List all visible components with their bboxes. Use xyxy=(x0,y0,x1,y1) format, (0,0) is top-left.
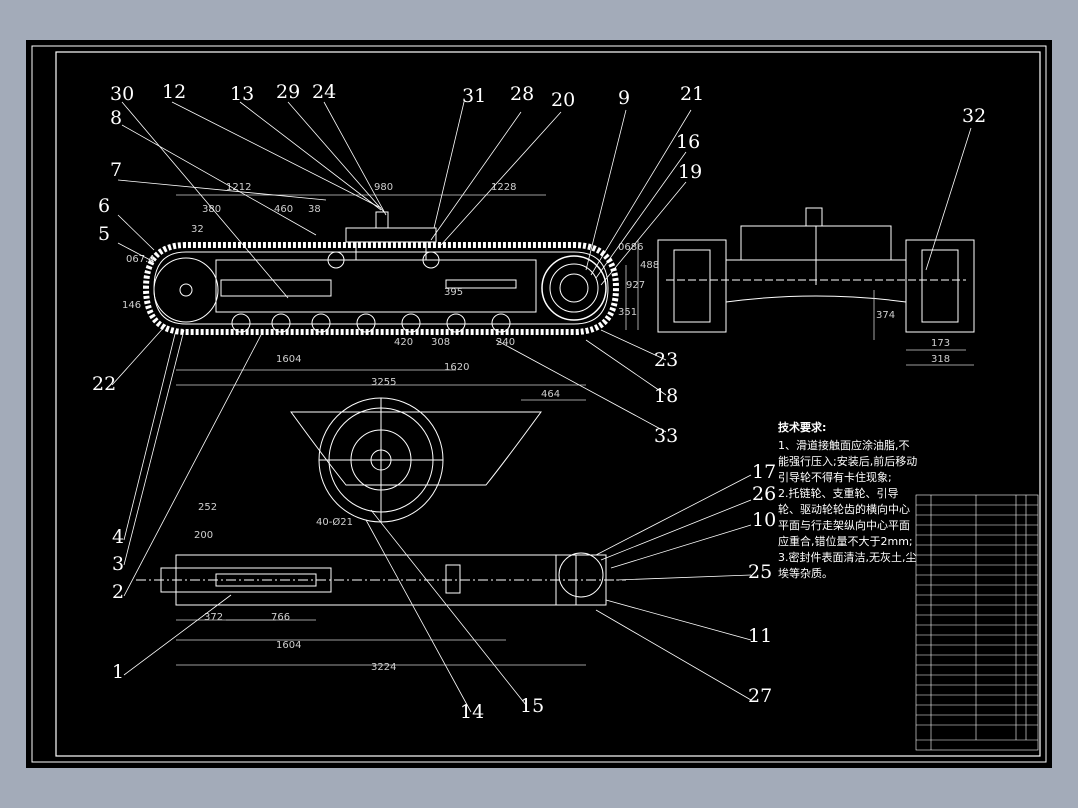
dim-067: 067.4 xyxy=(126,254,155,265)
track-plan-view xyxy=(136,397,626,606)
callout-20: 20 xyxy=(551,89,575,111)
dim-252: 252 xyxy=(198,502,217,513)
dimension-texts: 1212 980 1228 460 38 380 32 067.4 146 39… xyxy=(122,182,950,673)
track-end-view xyxy=(657,207,975,333)
inner-frame xyxy=(55,51,1041,757)
callout-30: 30 xyxy=(110,83,134,105)
callout-19: 19 xyxy=(678,161,702,183)
dim-1212: 1212 xyxy=(226,182,251,193)
callout-13: 13 xyxy=(230,83,254,105)
dim-1604-bottom: 1604 xyxy=(276,640,301,651)
dim-460: 460 xyxy=(274,204,293,215)
callout-14: 14 xyxy=(460,701,484,723)
dim-980: 980 xyxy=(374,182,393,193)
dim-1228: 1228 xyxy=(491,182,516,193)
dim-488: 488 xyxy=(640,260,659,271)
dim-318: 318 xyxy=(931,354,950,365)
dim-372: 372 xyxy=(204,612,223,623)
callout-27: 27 xyxy=(748,685,772,707)
leader-lines xyxy=(111,101,972,713)
callout-10: 10 xyxy=(752,509,776,531)
notes-line-3: 3.密封件表面清洁,无灰土,尘埃等杂质。 xyxy=(778,551,917,580)
notes-line-2: 2.托链轮、支重轮、引导轮、驱动轮轮齿的横向中心平面与行走架纵向中心平面应重合,… xyxy=(778,487,913,548)
callout-31: 31 xyxy=(462,85,486,107)
dim-766: 766 xyxy=(271,612,290,623)
callout-29: 29 xyxy=(276,81,300,103)
drawing-canvas: 1212 980 1228 460 38 380 32 067.4 146 39… xyxy=(26,40,1052,768)
dim-374: 374 xyxy=(876,310,895,321)
technical-requirements: 技术要求: 1、滑道接触面应涂油脂,不能强行压入;安装后,前后移动引导轮不得有卡… xyxy=(778,420,918,582)
notes-line-1: 1、滑道接触面应涂油脂,不能强行压入;安装后,前后移动引导轮不得有卡住现象; xyxy=(778,439,918,484)
dim-1604-top: 1604 xyxy=(276,354,301,365)
callout-5: 5 xyxy=(98,223,110,245)
dim-3255: 3255 xyxy=(371,377,396,388)
dim-464: 464 xyxy=(541,389,560,400)
callout-32: 32 xyxy=(962,105,986,127)
dim-380: 380 xyxy=(202,204,221,215)
dim-240: 240 xyxy=(496,337,515,348)
callout-12: 12 xyxy=(162,81,186,103)
dim-308: 308 xyxy=(431,337,450,348)
dim-38: 38 xyxy=(308,204,321,215)
callout-25: 25 xyxy=(748,561,772,583)
dim-200: 200 xyxy=(194,530,213,541)
callout-11: 11 xyxy=(748,625,772,647)
dim-0686: 0686 xyxy=(618,242,643,253)
notes-title: 技术要求: xyxy=(778,421,827,434)
callout-4: 4 xyxy=(112,526,124,548)
callout-26: 26 xyxy=(752,483,776,505)
dim-146: 146 xyxy=(122,300,141,311)
cad-drawing: 1212 980 1228 460 38 380 32 067.4 146 39… xyxy=(31,45,1047,763)
callout-23: 23 xyxy=(654,349,678,371)
callout-24: 24 xyxy=(312,81,336,103)
callout-21: 21 xyxy=(680,83,704,105)
parts-list-table xyxy=(915,494,1039,751)
callout-15: 15 xyxy=(520,695,544,717)
dim-927: 927 xyxy=(626,280,645,291)
callout-17: 17 xyxy=(752,461,776,483)
callout-1: 1 xyxy=(112,661,124,683)
callout-9: 9 xyxy=(618,87,630,109)
callout-8: 8 xyxy=(110,107,122,129)
callout-28: 28 xyxy=(510,83,534,105)
callout-numbers: 30 8 12 13 29 24 31 28 20 9 21 16 19 32 … xyxy=(92,81,986,723)
dim-395: 395 xyxy=(444,287,463,298)
dim-420: 420 xyxy=(394,337,413,348)
callout-3: 3 xyxy=(112,553,124,575)
dim-173: 173 xyxy=(931,338,950,349)
dim-32: 32 xyxy=(191,224,204,235)
outer-frame xyxy=(31,45,1047,763)
callout-22: 22 xyxy=(92,373,116,395)
callout-18: 18 xyxy=(654,385,678,407)
callout-2: 2 xyxy=(112,581,124,603)
dim-3224: 3224 xyxy=(371,662,396,673)
callout-7: 7 xyxy=(110,159,122,181)
dim-351: 351 xyxy=(618,307,637,318)
callout-16: 16 xyxy=(676,131,700,153)
callout-6: 6 xyxy=(98,195,110,217)
track-side-view xyxy=(142,211,620,335)
callout-33: 33 xyxy=(654,425,678,447)
dim-1620: 1620 xyxy=(444,362,469,373)
dim-40-21: 40-Ø21 xyxy=(316,516,353,528)
